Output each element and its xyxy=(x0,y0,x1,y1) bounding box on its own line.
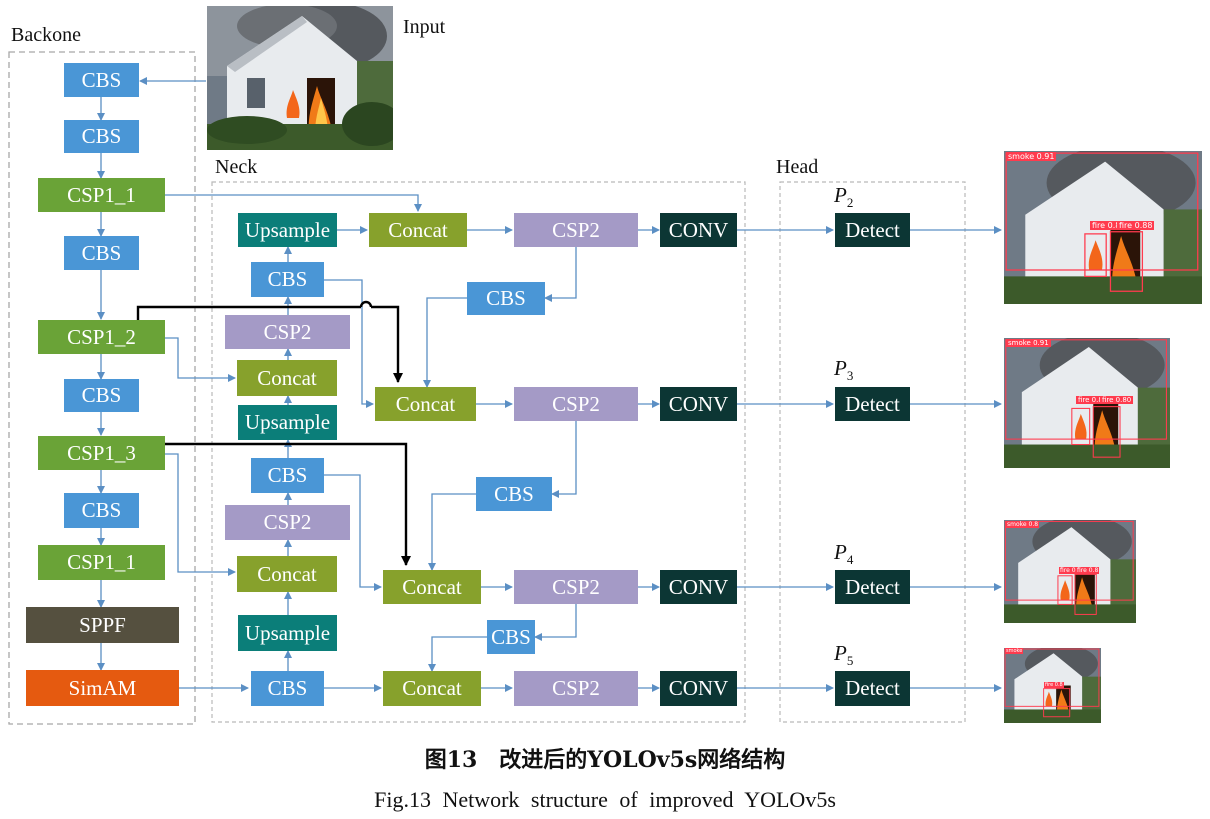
neck-cbs-2: CBS xyxy=(251,458,324,493)
neck-csp2-row4: CSP2 xyxy=(514,671,638,706)
neck-csp2-row3: CSP2 xyxy=(514,570,638,604)
neck-concat-row4: Concat xyxy=(383,671,481,706)
neck-cbs-3: CBS xyxy=(251,671,324,706)
detection-label: smoke 0.91 xyxy=(1006,152,1057,161)
neck-concat-2: Concat xyxy=(237,556,337,592)
backbone-csp1-1-bottom: CSP1_1 xyxy=(38,545,165,580)
backbone-csp1-3: CSP1_3 xyxy=(38,436,165,470)
output-label-p3: P3 xyxy=(834,356,854,384)
neck-conv-row4: CONV xyxy=(660,671,737,706)
detection-label: smoke xyxy=(1005,648,1024,654)
output-image-p2: smoke 0.91 fire 0.8 fire 0.88 xyxy=(1004,151,1202,304)
neck-csp2-2: CSP2 xyxy=(225,505,350,540)
neck-label: Neck xyxy=(215,156,258,178)
neck-conv-row1: CONV xyxy=(660,213,737,247)
backbone-cbs-5: CBS xyxy=(64,493,139,528)
detection-label: fire 0.8 xyxy=(1076,567,1100,574)
detection-label: fire 0.8 xyxy=(1090,221,1123,230)
input-image xyxy=(207,6,393,150)
neck-conv-row3: CONV xyxy=(660,570,737,604)
neck-concat-row2: Concat xyxy=(375,387,476,421)
output-label-p2: P2 xyxy=(834,183,854,211)
detection-label: fire 0.80 xyxy=(1100,396,1134,404)
backbone-cbs-2: CBS xyxy=(64,120,139,153)
head-label: Head xyxy=(776,156,819,178)
neck-csp2-row2: CSP2 xyxy=(514,387,638,421)
figure-caption-zh: 图13 改进后的YOLOv5s网络结构 xyxy=(424,747,786,773)
neck-cbs-down-2: CBS xyxy=(476,477,552,511)
head-detect-p5: Detect xyxy=(835,671,910,706)
backbone-csp1-1-top: CSP1_1 xyxy=(38,178,165,212)
neck-concat-1: Concat xyxy=(237,360,337,396)
neck-concat-row3: Concat xyxy=(383,570,481,604)
output-label-p5: P5 xyxy=(834,641,854,669)
figure-caption-en: Fig.13 Network structure of improved YOL… xyxy=(374,787,836,812)
neck-cbs-1: CBS xyxy=(251,262,324,297)
backbone-border xyxy=(8,51,196,725)
output-label-p4: P4 xyxy=(834,540,854,568)
backbone-cbs-1: CBS xyxy=(64,63,139,97)
head-detect-p4: Detect xyxy=(835,570,910,604)
neck-csp2-1: CSP2 xyxy=(225,315,350,349)
house-fire-illustration xyxy=(207,6,393,150)
detection-label: fire 0.8 xyxy=(1076,396,1105,404)
head-detect-p3: Detect xyxy=(835,387,910,421)
neck-border xyxy=(211,181,746,723)
input-label: Input xyxy=(403,16,446,38)
backbone-cbs-4: CBS xyxy=(64,379,139,412)
neck-concat-row1: Concat xyxy=(369,213,467,247)
detection-label: smoke 0.8 xyxy=(1006,521,1040,528)
head-detect-p2: Detect xyxy=(835,213,910,247)
output-image-p3: smoke 0.91 fire 0.8 fire 0.80 xyxy=(1004,338,1170,468)
neck-conv-row2: CONV xyxy=(660,387,737,421)
backbone-label: Backone xyxy=(11,24,81,46)
detection-label: fire 0.8 xyxy=(1059,567,1083,574)
neck-cbs-down-1: CBS xyxy=(467,282,545,315)
detection-label: fire 0.88 xyxy=(1117,221,1155,230)
neck-csp2-row1: CSP2 xyxy=(514,213,638,247)
backbone-simam: SimAM xyxy=(26,670,179,706)
neck-upsample-2: Upsample xyxy=(238,405,337,440)
detection-illustration-p4 xyxy=(1004,520,1136,623)
head-border xyxy=(779,181,966,723)
neck-cbs-down-3: CBS xyxy=(487,620,535,654)
neck-upsample-1: Upsample xyxy=(238,213,337,247)
detection-illustration-p3 xyxy=(1004,338,1170,468)
output-image-p5: smoke fire 0.8 xyxy=(1004,648,1101,723)
backbone-csp1-2: CSP1_2 xyxy=(38,320,165,354)
detection-illustration-p2 xyxy=(1004,151,1202,304)
output-image-p4: smoke 0.8 fire 0.8 fire 0.8 xyxy=(1004,520,1136,623)
backbone-sppf: SPPF xyxy=(26,607,179,643)
neck-upsample-3: Upsample xyxy=(238,615,337,651)
backbone-cbs-3: CBS xyxy=(64,236,139,270)
detection-label: fire 0.8 xyxy=(1044,682,1064,688)
detection-label: smoke 0.91 xyxy=(1006,339,1051,347)
